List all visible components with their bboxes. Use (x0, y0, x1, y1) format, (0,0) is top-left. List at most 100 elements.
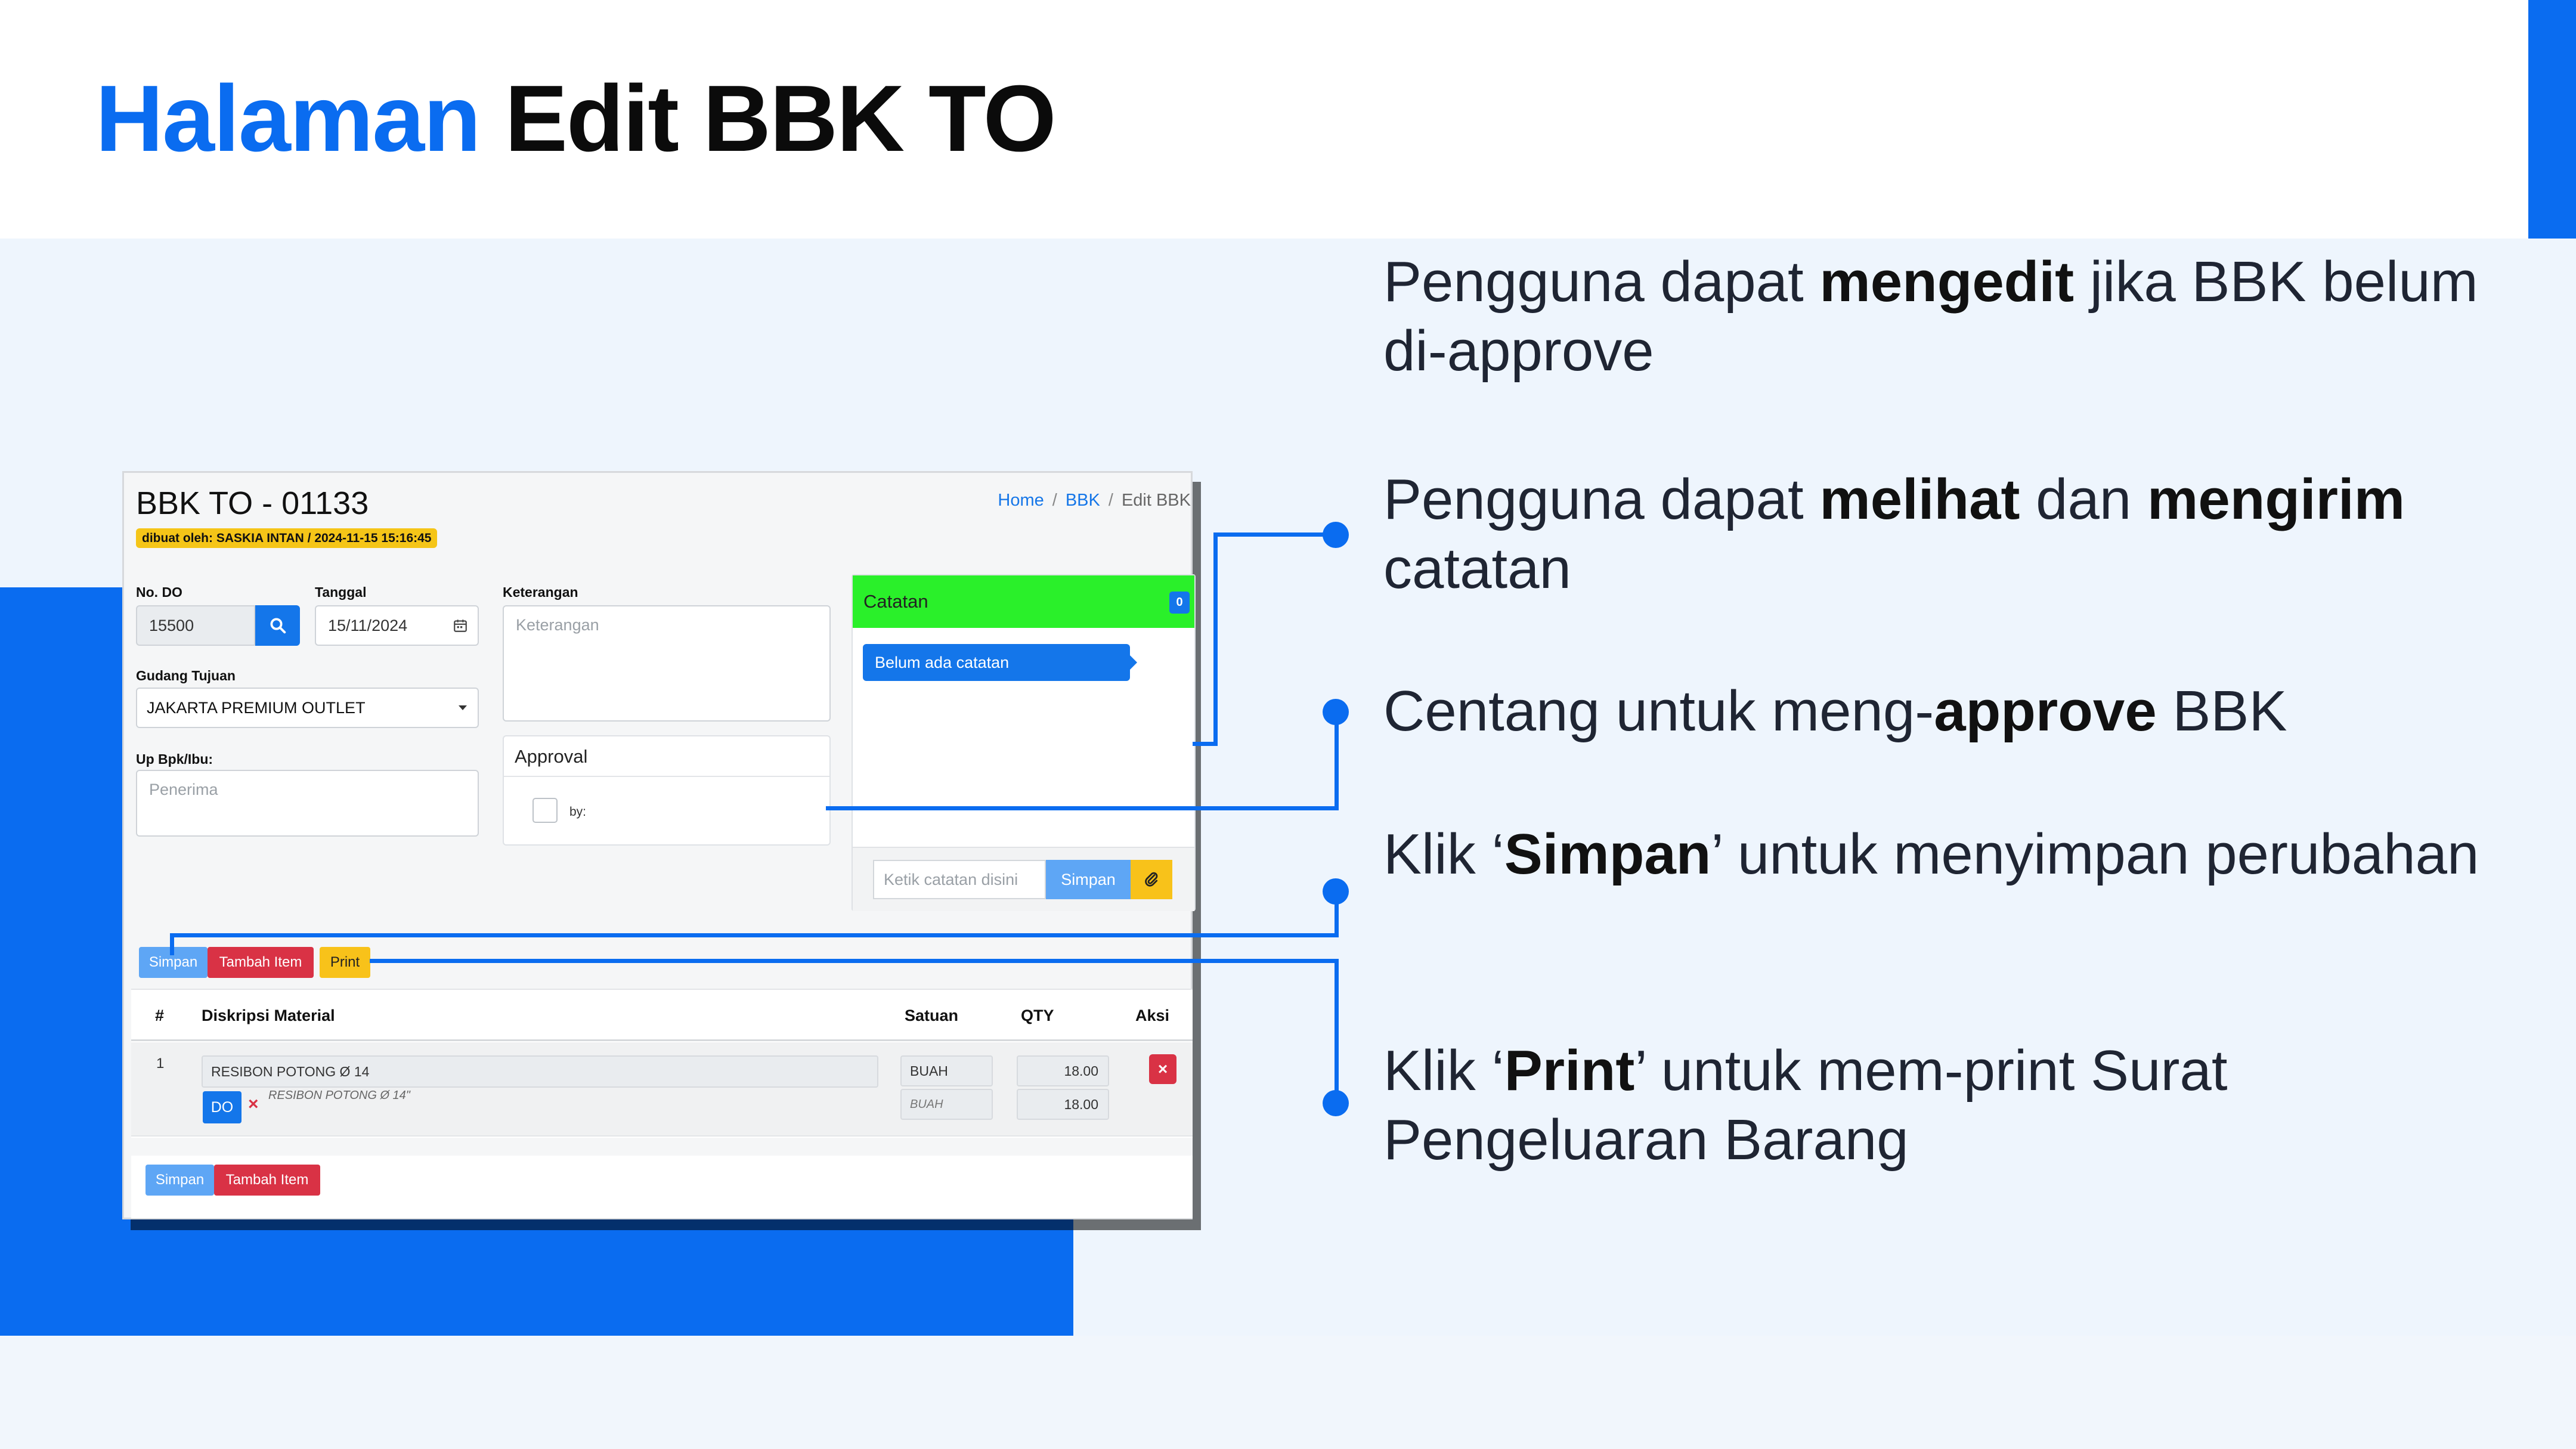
connector-simpan-v (1335, 891, 1339, 937)
catatan-panel: Catatan 0 Belum ada catatan Ketik catata… (852, 574, 1196, 911)
description-text: jika BBK belum di-approve (1383, 250, 2478, 383)
connector-simpan-stub (170, 933, 174, 955)
connector-dot-simpan (1323, 878, 1349, 905)
do-badge[interactable]: DO (203, 1091, 242, 1123)
page-title: Halaman Edit BBK TO (95, 63, 1057, 176)
material-field[interactable]: RESIBON POTONG Ø 14 (202, 1055, 878, 1088)
title-rest: Edit BBK TO (504, 66, 1057, 171)
approval-title: Approval (504, 736, 829, 777)
keterangan-label: Keterangan (503, 584, 578, 600)
satuan-field[interactable]: BUAH (900, 1055, 993, 1086)
description-emphasis: melihat (1819, 467, 2020, 531)
connector-simpan-h (170, 933, 1339, 937)
penerima-placeholder: Penerima (149, 781, 218, 798)
col-material: Diskripsi Material (202, 1007, 335, 1024)
catatan-save-button[interactable]: Simpan (1046, 860, 1131, 899)
description-text: Pengguna dapat (1383, 250, 1820, 314)
table-row: 1 RESIBON POTONG Ø 14 DO × RESIBON POTON… (131, 1042, 1193, 1137)
caret-down-icon (459, 705, 467, 710)
calendar-icon (454, 620, 467, 632)
no-do-value: 15500 (149, 616, 194, 634)
gudang-select[interactable]: JAKARTA PREMIUM OUTLET (136, 688, 479, 728)
connector-dot-print (1323, 1090, 1349, 1116)
delete-row-button[interactable]: × (1149, 1054, 1176, 1084)
satuan-sub-value: BUAH (910, 1097, 943, 1111)
approval-box: Approval by: (503, 735, 831, 846)
description-emphasis: approve (1934, 679, 2157, 743)
qty-value: 18.00 (1064, 1063, 1098, 1079)
header-bar (0, 0, 2576, 239)
description-edit: Pengguna dapat mengedit jika BBK belum d… (1383, 247, 2516, 386)
breadcrumb-bbk[interactable]: BBK (1065, 491, 1100, 510)
connector-dot-approve (1323, 699, 1349, 725)
catatan-empty-message: Belum ada catatan (863, 644, 1137, 681)
created-by-badge: dibuat oleh: SASKIA INTAN / 2024-11-15 1… (136, 528, 438, 548)
connector-dot-catatan (1323, 522, 1349, 548)
col-no: # (155, 1007, 165, 1024)
description-text: dan (2020, 467, 2147, 531)
connector-approve-v (1335, 713, 1339, 810)
breadcrumb-current: Edit BBK (1121, 491, 1191, 510)
col-qty: QTY (1021, 1007, 1054, 1024)
description-simpan: Klik ‘Simpan’ untuk menyimpan perubahan (1383, 820, 2516, 889)
tanggal-label: Tanggal (315, 584, 367, 600)
remove-do-icon[interactable]: × (248, 1094, 259, 1114)
search-icon (270, 618, 286, 634)
approval-checkbox[interactable] (532, 798, 558, 823)
connector-catatan-stub (1193, 742, 1218, 746)
description-text: Klik ‘ (1383, 822, 1504, 886)
table-header: # Diskripsi Material Satuan QTY Aksi (131, 989, 1193, 1041)
catatan-input[interactable]: Ketik catatan disini (873, 860, 1046, 899)
gudang-value: JAKARTA PREMIUM OUTLET (147, 698, 366, 717)
title-highlight: Halaman (95, 66, 481, 171)
description-print: Klik ‘Print’ untuk mem-print Surat Penge… (1383, 1036, 2516, 1175)
description-emphasis: Print (1504, 1039, 1635, 1103)
connector-approve-h (826, 806, 1339, 810)
material-value: RESIBON POTONG Ø 14 (211, 1063, 370, 1079)
description-text: ’ untuk mem-print Surat Pengeluaran Bara… (1383, 1039, 2228, 1172)
qty-field[interactable]: 18.00 (1017, 1055, 1109, 1086)
breadcrumb: Home/BBK/Edit BBK (998, 491, 1191, 510)
description-approve: Centang untuk meng-approve BBK (1383, 677, 2516, 746)
description-catatan: Pengguna dapat melihat dan mengirim cata… (1383, 465, 2516, 603)
tanggal-value: 15/11/2024 (328, 616, 408, 634)
satuan-sub-field: BUAH (900, 1089, 993, 1120)
qty-sub-field: 18.00 (1017, 1089, 1109, 1120)
attach-button[interactable] (1131, 860, 1172, 899)
row-number: 1 (156, 1055, 165, 1072)
tanggal-field[interactable]: 15/11/2024 (315, 605, 479, 646)
description-text: Pengguna dapat (1383, 467, 1820, 531)
add-item-button[interactable]: Tambah Item (208, 947, 314, 978)
description-emphasis: mengedit (1819, 250, 2075, 314)
description-text: Klik ‘ (1383, 1039, 1504, 1103)
paperclip-icon (1145, 872, 1158, 887)
print-button[interactable]: Print (320, 947, 370, 978)
search-do-button[interactable] (255, 605, 300, 646)
breadcrumb-home[interactable]: Home (998, 491, 1044, 510)
catatan-count-badge: 0 (1169, 592, 1190, 614)
approval-by: by: (569, 805, 587, 819)
connector-print-h (370, 959, 1339, 963)
keterangan-textarea[interactable]: Keterangan (503, 605, 831, 722)
table-spacer (131, 1138, 1193, 1156)
app-screenshot: BBK TO - 01133 dibuat oleh: SASKIA INTAN… (122, 471, 1196, 1219)
catatan-header: Catatan (853, 575, 1194, 628)
connector-catatan-h (1213, 532, 1336, 537)
accent-bar (2528, 0, 2576, 239)
bottom-add-item-button[interactable]: Tambah Item (214, 1165, 320, 1196)
catatan-footer: Ketik catatan disini Simpan (853, 847, 1194, 911)
col-aksi: Aksi (1135, 1007, 1170, 1024)
bottom-save-button[interactable]: Simpan (145, 1165, 214, 1196)
material-sub: RESIBON POTONG Ø 14" (268, 1089, 410, 1102)
qty-sub-value: 18.00 (1064, 1096, 1098, 1112)
col-satuan: Satuan (905, 1007, 959, 1024)
bottom-strip (0, 1336, 2576, 1449)
up-label: Up Bpk/Ibu: (136, 751, 213, 767)
description-text: ’ untuk menyimpan perubahan (1711, 822, 2479, 886)
satuan-value: BUAH (910, 1063, 948, 1079)
description-text: catatan (1383, 537, 1571, 600)
penerima-textarea[interactable]: Penerima (136, 770, 479, 837)
description-text: Centang untuk meng- (1383, 679, 1934, 743)
description-emphasis: mengirim (2147, 467, 2405, 531)
no-do-field[interactable]: 15500 (136, 605, 255, 646)
